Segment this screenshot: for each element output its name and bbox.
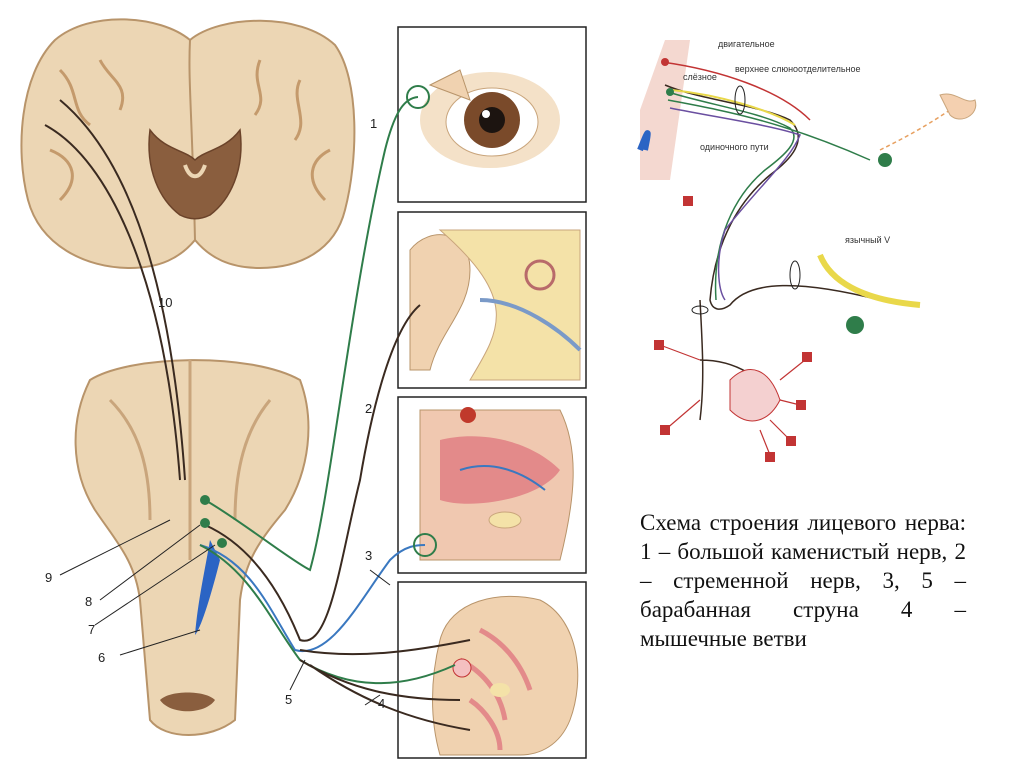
- mouth-box: [397, 396, 587, 574]
- eye-box: [397, 26, 587, 203]
- brainstem: [74, 359, 310, 736]
- brain-section: [20, 18, 356, 270]
- nerve-scheme: [637, 40, 977, 462]
- face-box: [397, 581, 587, 759]
- label-7: 7: [88, 622, 95, 637]
- label-1: 1: [370, 116, 377, 131]
- label-10: 10: [158, 295, 172, 310]
- scheme-label-lingual: язычный V: [845, 235, 890, 245]
- label-9: 9: [45, 570, 52, 585]
- scheme-label-lacrimal: слёзное: [683, 72, 717, 82]
- nerve-fibres: [44, 85, 471, 731]
- scheme-label-motor: двигательное: [718, 39, 775, 49]
- scheme-label-upper-secretory: верхнее слюноотделительное: [735, 64, 861, 74]
- label-6: 6: [98, 650, 105, 665]
- leader-lines: [59, 519, 391, 706]
- label-4: 4: [378, 696, 385, 711]
- ear-box: [397, 211, 587, 389]
- label-3: 3: [365, 548, 372, 563]
- label-2: 2: [365, 401, 372, 416]
- scheme-label-solitary-tract: одиночного пути: [700, 142, 769, 152]
- diagram-caption: Схема строения лицевого нерва: 1 – больш…: [640, 510, 966, 651]
- label-5: 5: [285, 692, 292, 707]
- label-8: 8: [85, 594, 92, 609]
